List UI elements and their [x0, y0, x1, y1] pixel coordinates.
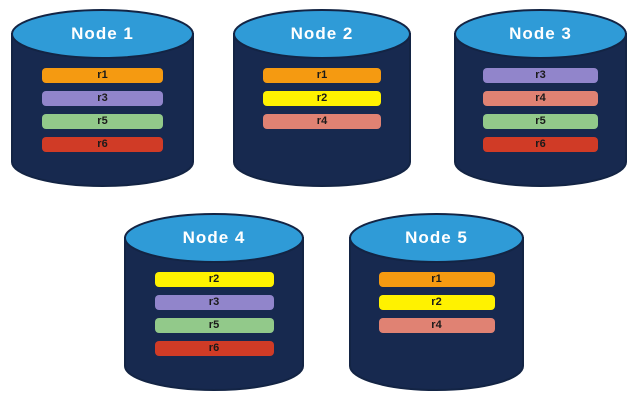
replica-bar[interactable]: r5 — [483, 114, 598, 129]
replica-list: r2 r3 r5 r6 — [123, 272, 305, 364]
cylinder-top-disc — [11, 9, 194, 59]
cylinder-top-disc — [454, 9, 627, 59]
replica-list: r3 r4 r5 r6 — [453, 68, 628, 160]
node-title: Node 1 — [71, 24, 134, 43]
replica-bar[interactable]: r3 — [154, 295, 274, 310]
replica-bar[interactable]: r4 — [483, 91, 598, 106]
cylinder-top-disc — [233, 9, 411, 59]
replica-bar[interactable]: r1 — [42, 68, 163, 83]
replica-list: r1 r3 r5 r6 — [10, 68, 195, 160]
cylinder-top-disc — [124, 213, 304, 263]
replica-bar[interactable]: r6 — [483, 137, 598, 152]
replica-bar[interactable]: r2 — [154, 272, 274, 287]
database-node-1[interactable]: Node 1 r1 r3 r5 r6 — [10, 8, 195, 188]
replica-bar[interactable]: r3 — [42, 91, 163, 106]
replica-list: r1 r2 r4 — [348, 272, 525, 341]
database-node-5[interactable]: Node 5 r1 r2 r4 — [348, 212, 525, 392]
database-node-2[interactable]: Node 2 r1 r2 r4 — [232, 8, 412, 188]
replica-bar[interactable]: r4 — [378, 318, 495, 333]
replica-bar[interactable]: r1 — [378, 272, 495, 287]
replica-bar[interactable]: r3 — [483, 68, 598, 83]
cylinder-top-disc — [349, 213, 524, 263]
replica-bar[interactable]: r5 — [42, 114, 163, 129]
replica-bar[interactable]: r2 — [378, 295, 495, 310]
replica-bar[interactable]: r4 — [263, 114, 381, 129]
node-title: Node 2 — [290, 24, 354, 43]
replica-list: r1 r2 r4 — [232, 68, 412, 137]
node-title: Node 4 — [182, 228, 246, 247]
replica-bar[interactable]: r6 — [42, 137, 163, 152]
replica-bar[interactable]: r1 — [263, 68, 381, 83]
replica-bar[interactable]: r6 — [154, 341, 274, 356]
database-node-4[interactable]: Node 4 r2 r3 r5 r6 — [123, 212, 305, 392]
database-node-3[interactable]: Node 3 r3 r4 r5 r6 — [453, 8, 628, 188]
replica-bar[interactable]: r5 — [154, 318, 274, 333]
node-title: Node 5 — [405, 228, 468, 247]
node-title: Node 3 — [509, 24, 572, 43]
replica-bar[interactable]: r2 — [263, 91, 381, 106]
